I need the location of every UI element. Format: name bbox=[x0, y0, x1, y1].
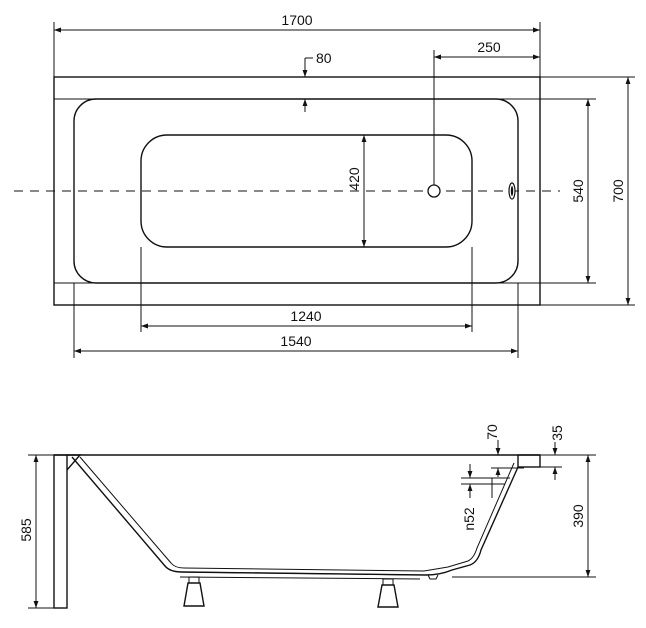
tub-shell bbox=[71, 456, 519, 576]
label-rim-step: 70 bbox=[484, 424, 500, 440]
dim-bottom-length: 1240 bbox=[140, 247, 473, 332]
top-view: 1700 250 80 420 540 bbox=[14, 12, 635, 358]
dim-inner-length: 1540 bbox=[73, 283, 519, 358]
dim-rim-thickness: 35 bbox=[540, 425, 565, 480]
drain-icon bbox=[427, 184, 441, 198]
right-foot bbox=[377, 578, 399, 608]
label-drain-offset: 250 bbox=[477, 39, 501, 55]
label-overall-length: 1700 bbox=[281, 12, 312, 28]
dim-rim-offset: 80 bbox=[302, 50, 332, 112]
label-bottom-width: 420 bbox=[346, 167, 362, 191]
dim-overall-width: 700 bbox=[540, 76, 635, 306]
label-depth: 390 bbox=[570, 504, 586, 528]
dim-overflow-diameter: n52 bbox=[461, 464, 510, 531]
front-panel bbox=[53, 454, 68, 609]
label-overflow-diameter: n52 bbox=[461, 507, 477, 531]
dim-total-height: 585 bbox=[18, 454, 54, 609]
label-bottom-length: 1240 bbox=[290, 308, 321, 324]
label-overall-width: 700 bbox=[610, 179, 626, 203]
rim-step bbox=[517, 454, 541, 468]
label-rim-offset: 80 bbox=[316, 50, 332, 66]
left-foot bbox=[183, 576, 205, 607]
label-inner-width: 540 bbox=[570, 179, 586, 203]
label-total-height: 585 bbox=[18, 518, 34, 542]
label-rim-thickness: 35 bbox=[549, 425, 565, 441]
dim-inner-width: 540 bbox=[518, 98, 596, 284]
label-inner-length: 1540 bbox=[280, 333, 311, 349]
side-view: 585 390 70 35 bbox=[18, 424, 596, 609]
dim-depth: 390 bbox=[452, 454, 596, 578]
basin-bottom bbox=[140, 134, 473, 248]
dim-rim-step: 70 bbox=[484, 424, 524, 477]
dim-drain-offset: 250 bbox=[433, 39, 540, 185]
dim-overall-length: 1700 bbox=[53, 12, 541, 77]
dim-bottom-width: 420 bbox=[346, 135, 367, 247]
